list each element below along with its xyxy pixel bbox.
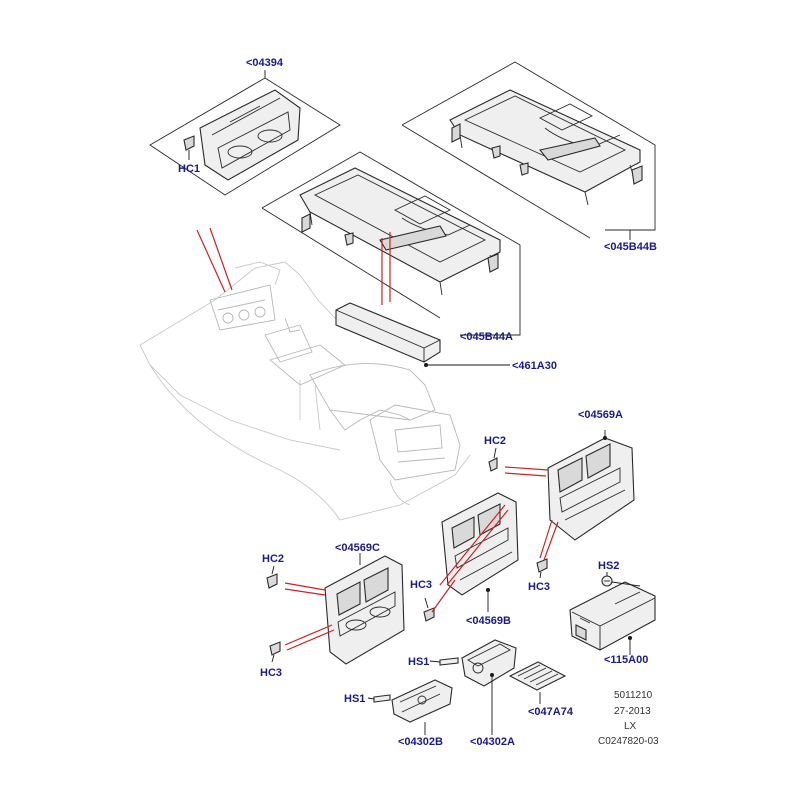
clip-hc3-mid [423,607,435,622]
center-console-ghost [139,261,471,521]
callout-hc2-upper: HC2 [484,435,506,447]
part-04302B-group [391,679,453,735]
callout-04569A: <04569A [578,409,623,421]
callout-hc2-lower: HC2 [262,553,284,565]
callout-hs2: HS2 [598,560,619,572]
part-04302A-group [461,639,517,735]
ref-line-4: C0247820-03 [598,736,659,747]
clip-hc3-lower [269,641,281,656]
part-045B44B-panel [449,89,641,193]
part-045B44A-frame [261,151,521,336]
clips-group [266,447,548,663]
callout-045B44B: <045B44B [604,241,657,253]
part-461A30-group [335,302,510,367]
clip-hc2-upper [488,457,498,472]
screw-hs1-upper [439,657,459,666]
part-04394-panel [199,89,301,181]
screw-hs1-lower [373,694,391,703]
clip-hc1 [183,135,195,151]
callout-04394: <04394 [246,57,284,69]
callout-047A74: <047A74 [528,706,574,718]
clip-hc3-right [536,558,548,573]
part-115A00-group [569,581,656,655]
callout-04569C: <04569C [335,542,380,554]
part-04302A-panel [461,639,517,687]
part-045B44B-frame [401,61,656,231]
part-045B44A-group [261,151,521,336]
callout-hc3-lower: HC3 [260,667,282,679]
callout-hc3-right: HC3 [528,581,550,593]
part-115A00-housing [569,581,656,651]
installation-lines [196,227,559,651]
callout-045B44A: <045B44A [460,331,513,343]
callout-hs1-lower: HS1 [344,693,365,705]
callout-hs1-upper: HS1 [408,656,429,668]
callout-hc3-mid: HC3 [410,579,432,591]
callout-115A00: <115A00 [604,654,648,666]
part-04569A-group [547,430,635,541]
reference-block: 5011210 27-2013 LX C0247820-03 [598,690,659,747]
part-047A74-mat [508,661,567,691]
callout-04569B: <04569B [466,615,511,627]
part-04394-group [149,70,341,196]
part-04569C-panel [324,555,405,665]
ref-line-2: 27-2013 [614,706,651,717]
part-04394-frame [149,77,341,196]
ref-line-1: 5011210 [614,690,653,701]
clip-hc2-lower [266,573,278,589]
callout-461A30: <461A30 [512,360,557,372]
callout-04302A: <04302A [470,736,515,748]
part-04569C-group [324,553,405,665]
screw-hs2-group [601,572,641,587]
part-047A74-group [508,661,567,704]
callout-04302B: <04302B [398,736,443,748]
screw-hs1-group [367,657,459,703]
part-04302B-panel [391,679,453,723]
ref-line-3: LX [624,721,637,732]
callout-hc1: HC1 [178,163,200,175]
part-045B44B-group [401,61,656,240]
callout-labels: <04394 HC1 <045B44B <045B44A <461A30 <04… [178,57,657,748]
